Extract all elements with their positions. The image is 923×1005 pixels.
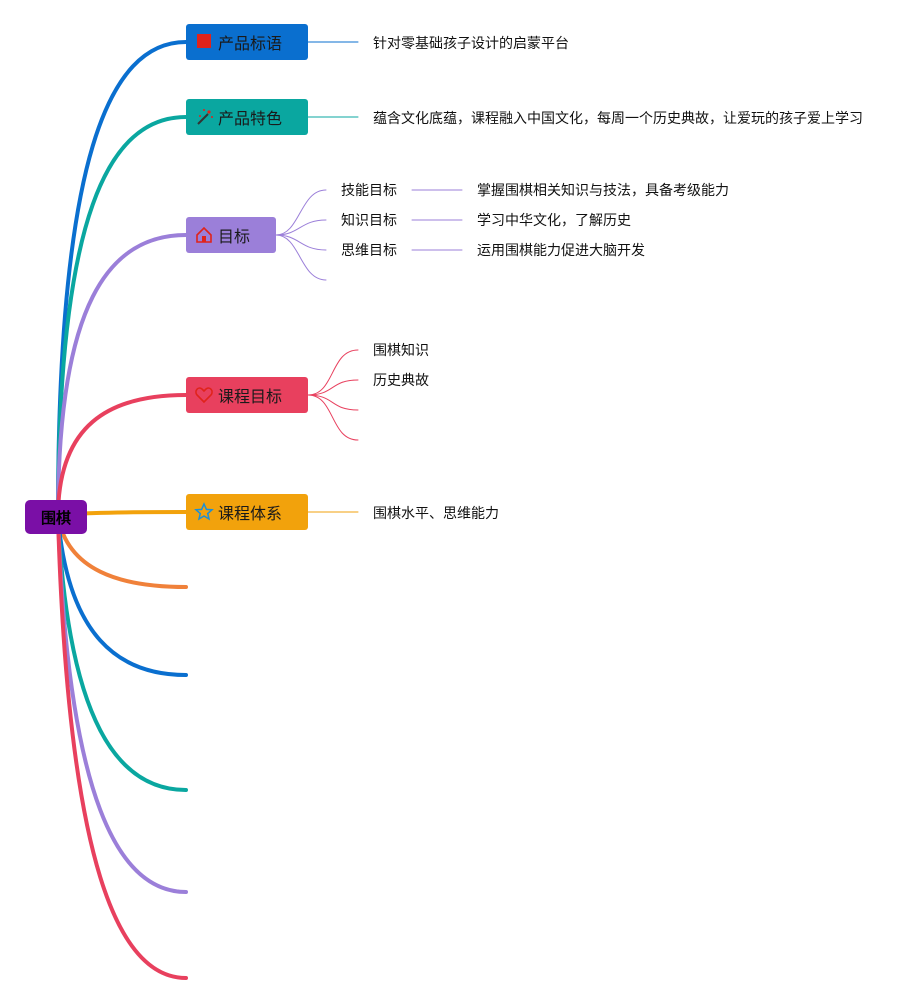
sub-connector: [307, 349, 359, 396]
trunk-connector: [56, 393, 188, 519]
trunk-connector-empty: [56, 515, 188, 677]
goal-item-knowledge[interactable]: 知识目标: [341, 213, 397, 229]
trunk-connector-empty: [56, 515, 188, 589]
branch-node-product-slogan[interactable]: 产品标语: [186, 24, 308, 60]
sub-connector: [275, 219, 327, 236]
trunk-connector-empty: [56, 515, 188, 894]
root-node[interactable]: 围棋: [25, 500, 87, 534]
goal-detail-knowledge: 学习中华文化，了解历史: [477, 213, 631, 229]
sub-connector: [307, 379, 359, 396]
branch-node-course-goals[interactable]: 课程目标: [186, 377, 308, 413]
trunk-connector-empty: [56, 515, 188, 980]
course-goal-item-history[interactable]: 历史典故: [373, 373, 429, 389]
branch-node-course-system[interactable]: 课程体系: [186, 494, 308, 530]
features-detail: 蕴含文化底蕴，课程融入中国文化，每周一个历史典故，让爱玩的孩子爱上学习: [373, 111, 863, 127]
trunk-connector: [56, 233, 188, 519]
sub-connector: [275, 189, 327, 236]
trunk-connector: [56, 115, 188, 519]
flag-icon: [194, 32, 214, 52]
sub-connector: [307, 394, 359, 441]
course-goal-item-go-knowledge[interactable]: 围棋知识: [373, 343, 429, 359]
trunk-connector-empty: [56, 515, 188, 792]
branch-node-goals[interactable]: 目标: [186, 217, 276, 253]
goal-detail-skill: 掌握围棋相关知识与技法，具备考级能力: [477, 183, 729, 199]
branch-label: 目标: [218, 227, 251, 246]
heart-icon: [194, 385, 214, 405]
star-icon: [194, 502, 214, 522]
sub-connector: [275, 234, 327, 281]
home-icon: [194, 225, 214, 245]
branch-label: 课程体系: [218, 504, 283, 523]
sub-connector: [275, 234, 327, 251]
trunk-connector: [56, 40, 188, 519]
slogan-detail: 针对零基础孩子设计的启蒙平台: [373, 36, 569, 52]
branch-label: 课程目标: [218, 387, 283, 406]
goal-item-skill[interactable]: 技能目标: [341, 183, 397, 199]
goal-item-thinking[interactable]: 思维目标: [341, 243, 397, 259]
course-system-detail: 围棋水平、思维能力: [373, 506, 499, 522]
branch-node-product-features[interactable]: 产品特色: [186, 99, 308, 135]
goal-detail-thinking: 运用围棋能力促进大脑开发: [477, 243, 645, 259]
branch-label: 产品标语: [218, 34, 283, 53]
branch-label: 产品特色: [218, 109, 283, 128]
sub-connector: [307, 394, 359, 411]
magic-wand-icon: [194, 107, 214, 127]
